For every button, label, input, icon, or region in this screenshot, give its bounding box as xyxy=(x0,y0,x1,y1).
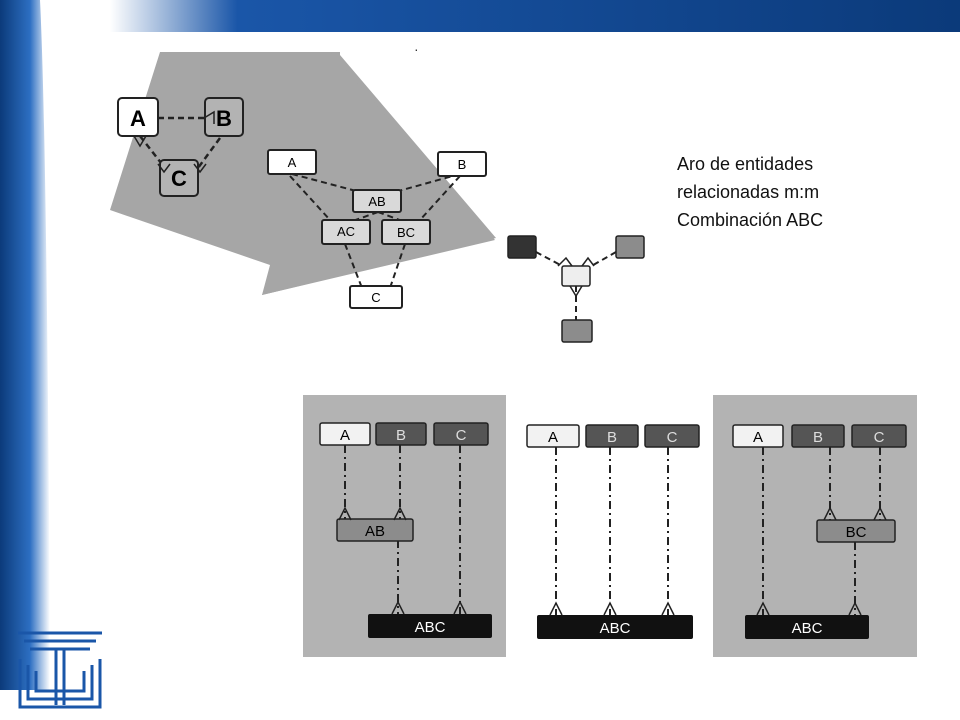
university-logo xyxy=(18,631,102,709)
panel-1: A B C AB ABC xyxy=(303,395,506,657)
footer-title: Base de Datos I – Modelo E-R xyxy=(328,692,632,715)
panel3-intermediate-bc: BC xyxy=(846,524,867,541)
panel3-entity-c: C xyxy=(874,429,885,446)
expanded-entity-c: C xyxy=(371,290,380,305)
footer-band xyxy=(110,0,960,32)
panel2-entity-b: B xyxy=(607,429,617,446)
expanded-entity-a: A xyxy=(288,155,297,170)
panel3-entity-b: B xyxy=(813,429,823,446)
panel3-entity-a: A xyxy=(753,429,763,446)
triangle-abc-diagram: A B C xyxy=(117,97,244,197)
crows-foot-markers xyxy=(133,110,887,616)
expanded-entity-ab: AB xyxy=(368,194,385,209)
panel2-entity-a: A xyxy=(548,429,558,446)
panel-3: A B C BC ABC xyxy=(713,395,917,657)
panel1-entity-c: C xyxy=(456,427,467,444)
panel1-entity-b: B xyxy=(396,427,406,444)
caption-line-1: Aro de entidades xyxy=(677,154,814,174)
caption-line-2: relacionadas m:m xyxy=(677,182,820,202)
panel1-result-abc: ABC xyxy=(415,619,446,636)
expanded-entity-ac: AC xyxy=(337,224,355,239)
expanded-entity-bc: BC xyxy=(397,225,415,240)
svg-text:·: · xyxy=(414,41,419,57)
entity-c-label: C xyxy=(171,166,187,191)
panel3-result-abc: ABC xyxy=(792,620,823,637)
panel1-intermediate-ab: AB xyxy=(365,523,385,540)
panel2-entity-c: C xyxy=(667,429,678,446)
caption-line-3: Combinación ABC xyxy=(677,210,824,230)
panel2-result-abc: ABC xyxy=(600,620,631,637)
ternary-unlabeled-diagram xyxy=(507,235,645,343)
entity-b-label: B xyxy=(216,106,232,131)
panel1-entity-a: A xyxy=(340,427,350,444)
diagram-caption: Aro de entidades relacionadas m:m Combin… xyxy=(677,150,823,234)
panel-2: A B C ABC xyxy=(526,424,700,639)
left-decorative-bar xyxy=(0,0,50,690)
expanded-entity-b: B xyxy=(458,157,467,172)
entity-a-label: A xyxy=(130,106,146,131)
expanded-relation-diagram: A B AB AC BC C xyxy=(267,149,487,309)
